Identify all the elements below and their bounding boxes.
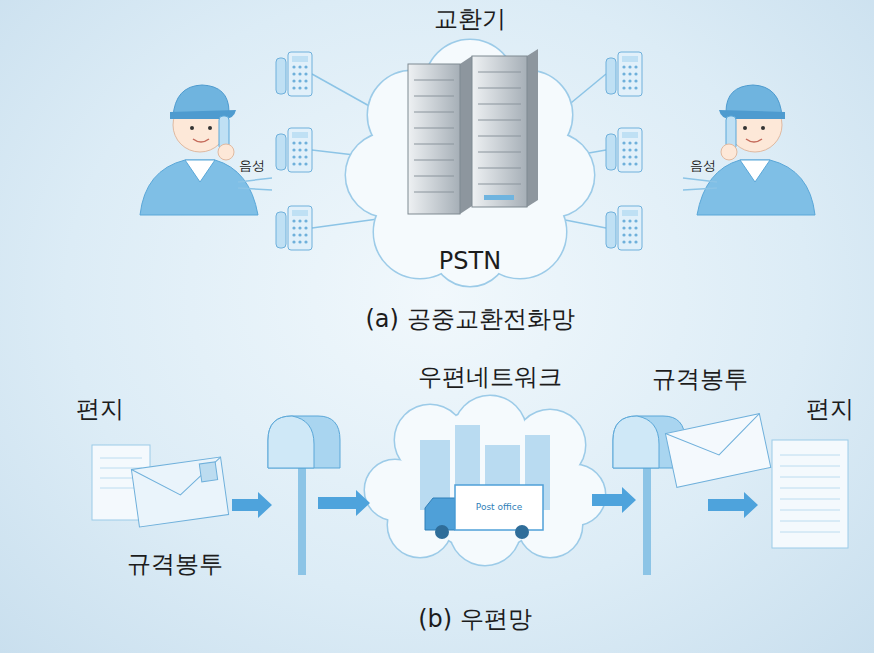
node-heading: 우편네트워크 bbox=[418, 364, 562, 392]
figure-caption: (a) 공중교환전화망 bbox=[365, 306, 574, 334]
flow-arrow bbox=[232, 487, 758, 518]
letter-document bbox=[772, 440, 848, 548]
figure-caption: (b) 우편망 bbox=[418, 606, 532, 634]
letter-document: 편지 bbox=[765, 390, 860, 555]
network-cloud: 우편네트워크 bbox=[365, 356, 615, 566]
telephone bbox=[276, 52, 642, 250]
node-heading: 교환기 bbox=[434, 6, 506, 34]
network-cloud: 교환기 PSTN bbox=[350, 0, 590, 290]
exchange-server bbox=[408, 49, 538, 214]
voice-label: 음성 bbox=[690, 159, 716, 174]
postal-cloud bbox=[365, 396, 605, 565]
pstn-cloud bbox=[346, 40, 594, 286]
node-heading: 규격봉투 bbox=[652, 366, 748, 394]
voice-label: 음성 bbox=[239, 159, 265, 174]
node-heading: 편지 bbox=[806, 396, 854, 424]
envelope-mailbox: 규격봉투 bbox=[650, 360, 780, 490]
letter-group: 편지규격봉투 bbox=[60, 390, 260, 585]
envelope bbox=[665, 414, 770, 488]
node-label: 규격봉투 bbox=[127, 551, 223, 579]
node-label: PSTN bbox=[439, 248, 501, 276]
truck-label: Post office bbox=[476, 502, 522, 512]
node-heading: 편지 bbox=[76, 396, 124, 424]
mailbox bbox=[268, 416, 685, 575]
caller-person bbox=[140, 85, 815, 215]
envelope bbox=[131, 457, 228, 527]
post-truck bbox=[425, 485, 543, 539]
